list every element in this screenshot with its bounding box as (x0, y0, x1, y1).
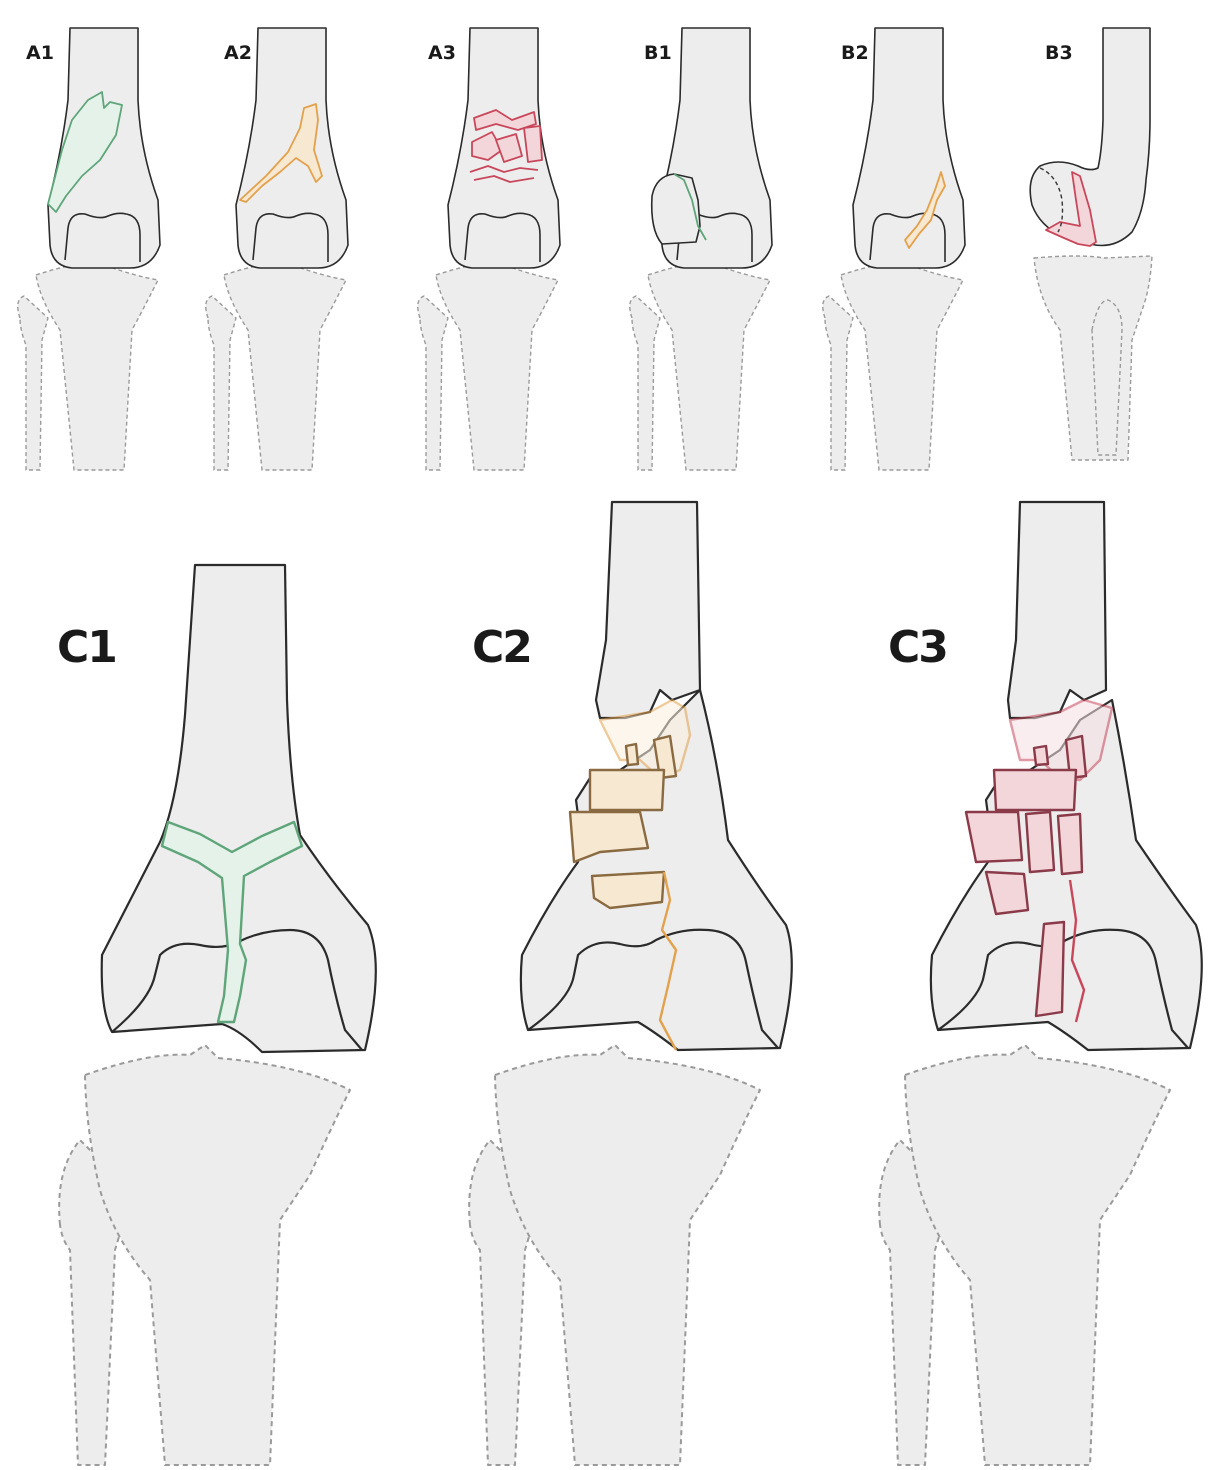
panel-label-c1: C1 (57, 622, 116, 673)
panel-label-a1: A1 (26, 42, 54, 64)
tibia-fibula (823, 258, 963, 470)
panel-a2: A2 (206, 28, 348, 470)
panel-label-c3: C3 (888, 622, 947, 673)
femur-shaft-fragment (1008, 502, 1106, 718)
distal-femur (853, 28, 965, 268)
femur-shaft-fragment (596, 502, 700, 718)
panel-b3: B3 (1030, 28, 1152, 460)
tibia-fibula (18, 258, 158, 470)
tibia-fibula (206, 258, 346, 470)
panel-c1: C1 (57, 565, 376, 1465)
tibia-fibula (418, 258, 558, 470)
panel-a1: A1 (18, 28, 160, 470)
panel-b2: B2 (823, 28, 965, 470)
panel-label-b2: B2 (841, 42, 869, 64)
panel-label-c2: C2 (472, 622, 531, 673)
panel-label-a3: A3 (428, 42, 456, 64)
panel-label-a2: A2 (224, 42, 252, 64)
panel-label-b1: B1 (644, 42, 672, 64)
tibia-fibula (469, 1045, 760, 1465)
panel-a3: A3 (418, 28, 560, 470)
tibia-fibula (59, 1045, 350, 1465)
panel-c3: C3 (879, 502, 1202, 1465)
tibia-fibula (879, 1045, 1170, 1465)
condyle-fragment (652, 174, 700, 244)
panel-label-b3: B3 (1045, 42, 1073, 64)
tibia-fibula (630, 258, 770, 470)
panel-b1: B1 (630, 28, 772, 470)
panel-c2: C2 (469, 502, 792, 1465)
